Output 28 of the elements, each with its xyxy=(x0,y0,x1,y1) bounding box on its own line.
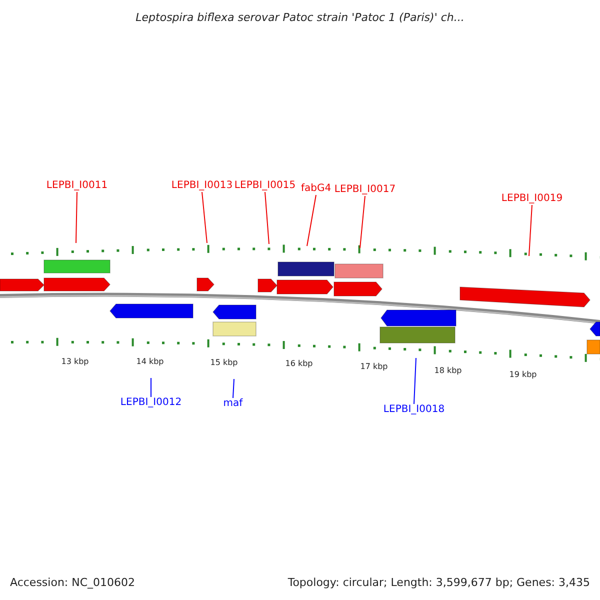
leader-line xyxy=(232,378,234,398)
gene-label: LEPBI_I0019 xyxy=(501,194,563,204)
leader-line xyxy=(150,378,152,398)
footer-text: Topology: circular; Length: 3,599,677 bp; Genes: 3,435 xyxy=(288,577,590,588)
leader-line xyxy=(202,192,208,244)
leader-line xyxy=(264,192,270,244)
axis-label: 19 kbp xyxy=(509,371,537,379)
gene-label: LEPBI_I0018 xyxy=(383,405,445,415)
leader-line xyxy=(76,192,78,244)
gene-label: fabG4 xyxy=(300,184,332,194)
axis-label: 15 kbp xyxy=(210,359,238,367)
gene-label: maf xyxy=(223,399,243,409)
leader-line xyxy=(414,358,416,404)
axis-label: 17 kbp xyxy=(360,363,388,371)
axis-label: 13 kbp xyxy=(61,358,89,366)
axis-label: 18 kbp xyxy=(434,367,462,375)
leader-line xyxy=(360,196,366,248)
axis-label: 16 kbp xyxy=(285,360,313,368)
axis-label: 14 kbp xyxy=(136,358,164,366)
gene-label: LEPBI_I0011 xyxy=(46,181,108,191)
leader-line xyxy=(528,204,532,256)
gene-label: LEPBI_I0017 xyxy=(334,185,396,195)
gene-label: LEPBI_I0015 xyxy=(234,181,296,191)
gene-label: LEPBI_I0013 xyxy=(171,181,233,191)
gene-label: LEPBI_I0012 xyxy=(120,398,182,408)
leader-line xyxy=(306,194,316,246)
title: Leptospira biflexa serovar Patoc strain 'Patoc 1 (Paris)' ch... xyxy=(136,12,464,23)
footer-text: Accession: NC_010602 xyxy=(10,577,136,588)
